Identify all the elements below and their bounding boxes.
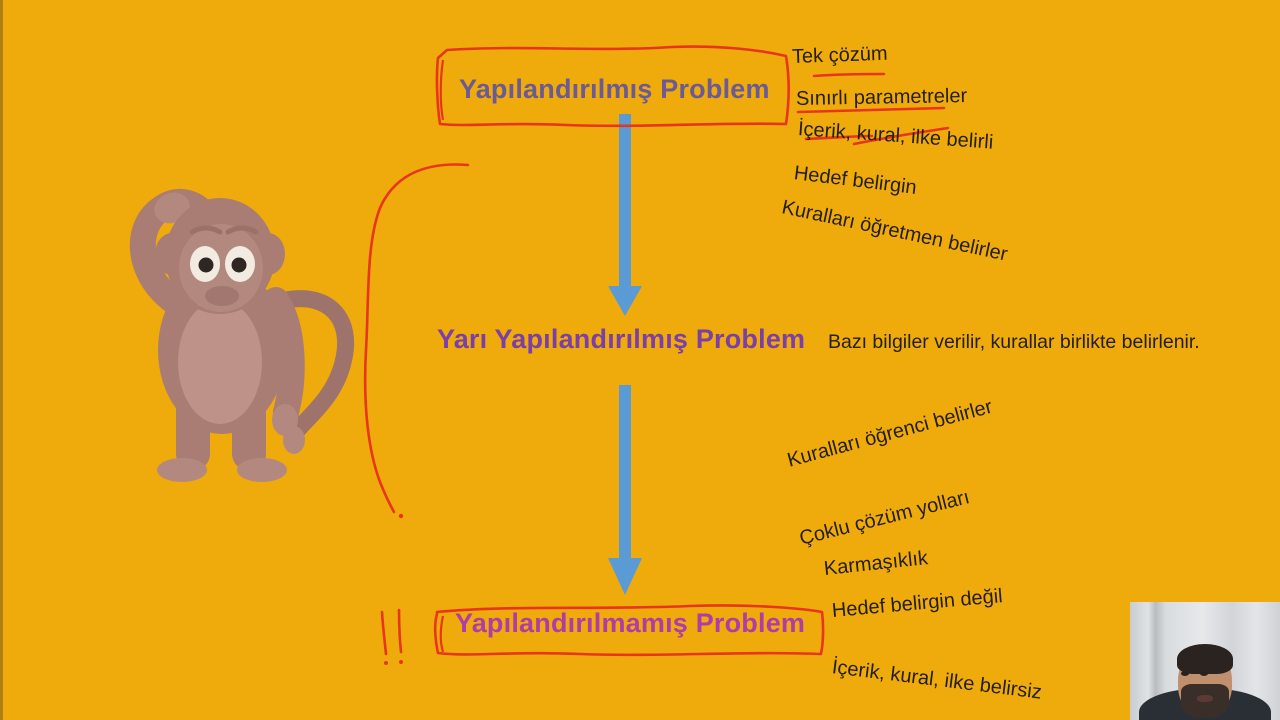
structured-note-5: Kuralları öğretmen belirler [779,196,1010,266]
webcam-video-overlay[interactable] [1130,602,1280,720]
structured-note-1: Tek çözüm [791,42,888,68]
semi-structured-note: Bazı bilgiler verilir, kurallar birlikte… [828,331,1200,353]
arrow-semi-to-unstructured [608,385,642,595]
ink-box-structured-inner-tick [439,59,445,121]
unstructured-note-1: Kuralları öğrenci belirler [785,395,995,472]
webcam-person-mouth [1197,695,1213,702]
webcam-person-hair [1177,644,1233,674]
arrow-structured-to-semi [608,114,642,316]
unstructured-note-2: Çoklu çözüm yolları [797,486,972,550]
ink-exclamation-marks [380,608,403,665]
node-label-structured: Yapılandırılmış Problem [459,74,770,104]
webcam-person-brow-right [1198,666,1210,669]
structured-note-3: İçerik, kural, ilke belirli [797,118,994,154]
confused-monkey-illustration [129,189,354,482]
webcam-person-brow-left [1179,666,1191,669]
node-label-semi-structured: Yarı Yapılandırılmış Problem [437,324,806,354]
webcam-person-eye-left [1181,671,1189,676]
unstructured-note-4: Hedef belirgin değil [830,585,1004,622]
ink-underline-tek-cozum [812,72,886,78]
structured-note-2: Sınırlı parametreler [795,85,968,110]
node-label-unstructured: Yapılandırılmamış Problem [455,608,806,638]
ink-box-unstructured-inner-tick [439,615,445,653]
structured-note-4: Hedef belirgin [792,162,918,199]
ink-bracket-dot [398,513,404,519]
unstructured-note-5: İçerik, kural, ilke belirsiz [830,656,1043,704]
left-edge-strip [0,0,3,720]
webcam-person-eye-right [1200,671,1208,676]
unstructured-note-3: Karmaşıklık [822,547,929,580]
